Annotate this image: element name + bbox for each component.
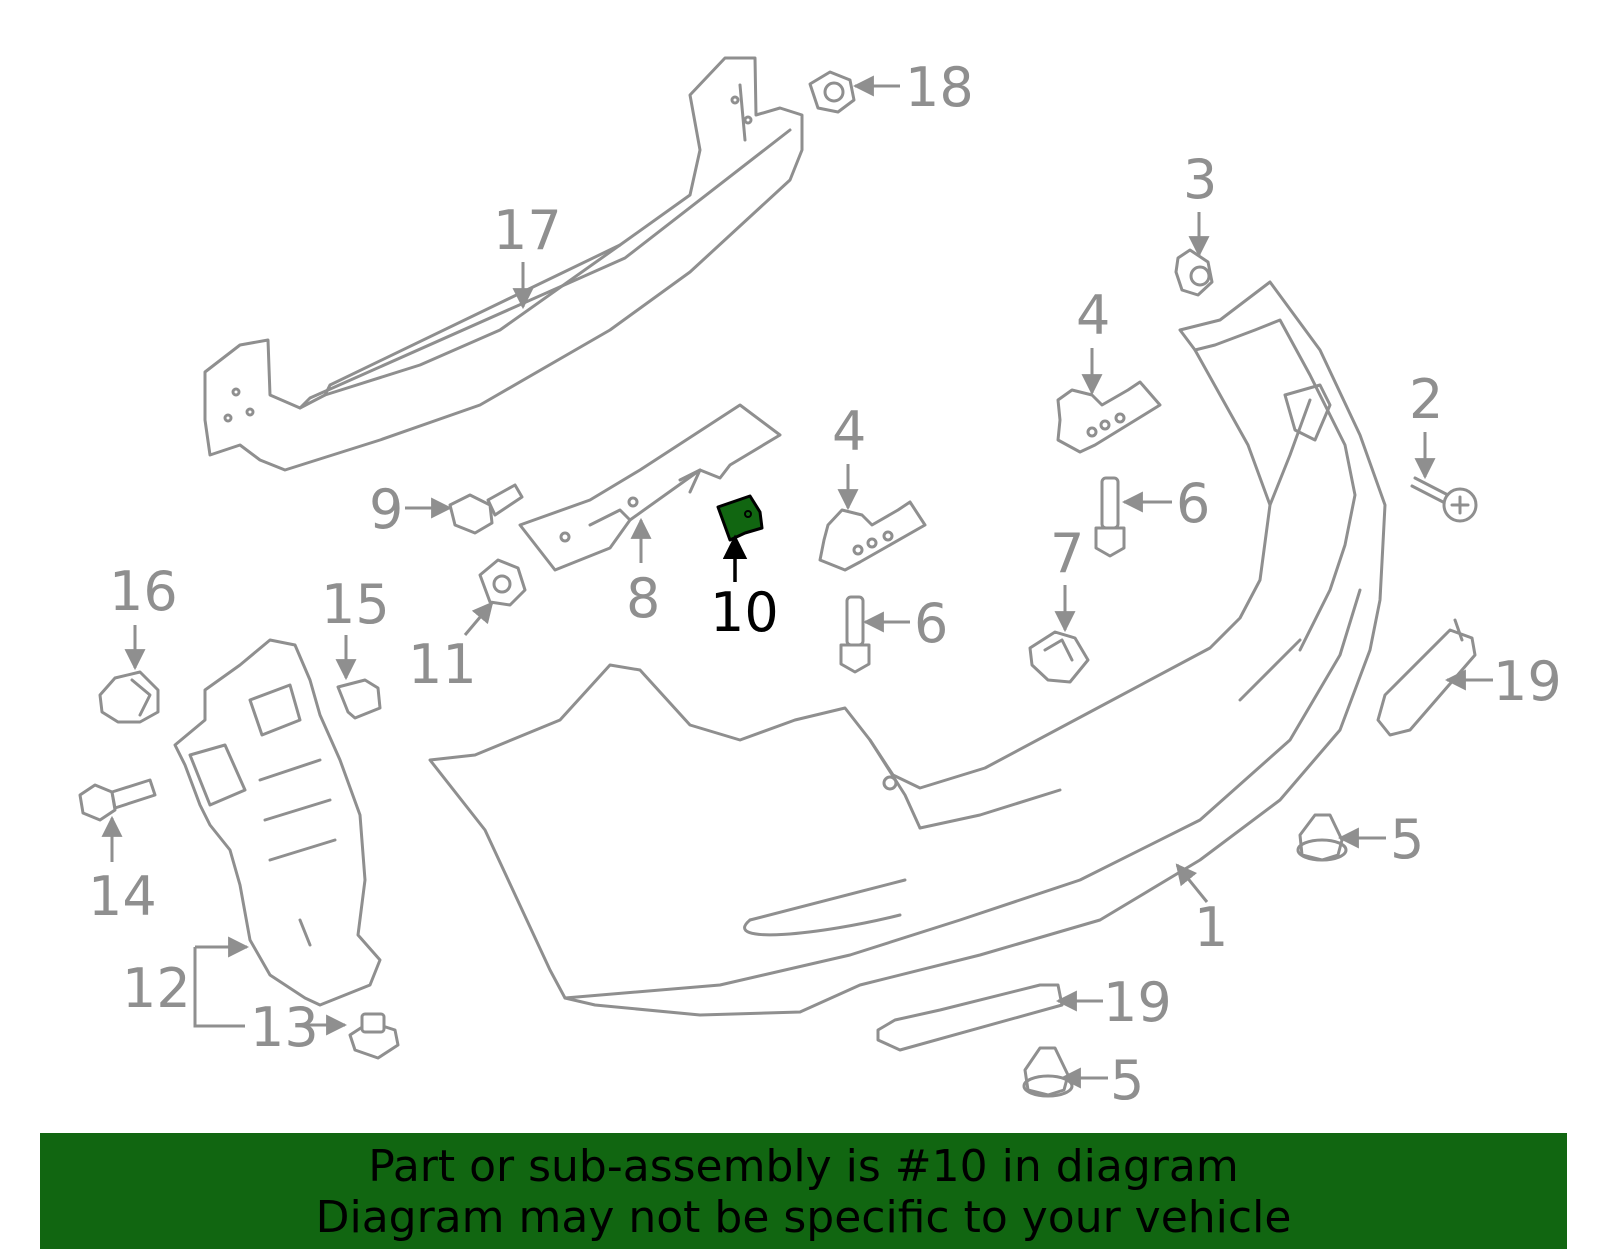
part-10-highlighted-bracket (716, 494, 764, 542)
part-4-bracket-center (818, 500, 927, 572)
part-5-push-clip-right (1296, 813, 1348, 862)
callout-13: 13 (250, 996, 319, 1059)
footer-banner: Part or sub-assembly is #10 in diagram D… (40, 1133, 1567, 1249)
callout-6-upper: 6 (1176, 472, 1210, 535)
part-4-bracket-right (1056, 380, 1162, 454)
part-3-grommet (1174, 248, 1214, 297)
part-12-left-bracket (173, 638, 382, 1007)
callout-11: 11 (408, 633, 477, 696)
callout-17: 17 (493, 199, 562, 262)
callout-12: 12 (122, 957, 191, 1020)
part-2-screw (1410, 476, 1478, 523)
part-5-push-clip-bottom (1022, 1046, 1074, 1098)
part-7-clip (1028, 630, 1090, 684)
part-8-side-bracket (518, 403, 782, 572)
callout-4-center: 4 (832, 400, 866, 463)
callout-7: 7 (1050, 522, 1084, 585)
part-13-clip-nut (348, 1012, 400, 1060)
callout-labels: 18 17 3 4 4 2 6 6 7 9 8 10 11 1 19 19 5 … (88, 56, 1562, 1112)
callout-5-bottom: 5 (1110, 1049, 1144, 1112)
callout-9: 9 (369, 478, 403, 541)
callout-14: 14 (88, 865, 157, 928)
leader-lines (101, 75, 1493, 1089)
callout-19-bottom: 19 (1103, 971, 1172, 1034)
callout-2: 2 (1409, 368, 1443, 431)
part-6-bolt-upper (1094, 476, 1126, 558)
callout-16: 16 (109, 560, 178, 623)
part-14-bolt (78, 778, 157, 822)
callout-15: 15 (321, 573, 390, 636)
part-9-bolt (448, 483, 524, 535)
callout-3: 3 (1183, 148, 1217, 211)
part-11-nut (478, 558, 527, 607)
part-15-bracket-clip (336, 678, 382, 720)
part-17-reinforcement-beam (203, 56, 804, 472)
callout-1: 1 (1194, 896, 1228, 959)
callout-4-right: 4 (1076, 284, 1110, 347)
callout-5-right: 5 (1390, 808, 1424, 871)
part-18-nut (808, 70, 856, 114)
callout-19-right: 19 (1493, 650, 1562, 713)
part-6-bolt-lower (839, 595, 871, 674)
callout-10: 10 (710, 581, 779, 644)
part-16-retainer (98, 670, 160, 724)
part-19-strip-right (1376, 618, 1477, 737)
part-19-strip-bottom (876, 983, 1064, 1052)
footer-line-part-number: Part or sub-assembly is #10 in diagram (368, 1141, 1239, 1192)
callout-8: 8 (626, 567, 660, 630)
callout-18: 18 (905, 56, 974, 119)
callout-6-lower: 6 (914, 592, 948, 655)
part-1-bumper-cover (428, 280, 1387, 1017)
footer-line-disclaimer: Diagram may not be specific to your vehi… (315, 1192, 1292, 1243)
